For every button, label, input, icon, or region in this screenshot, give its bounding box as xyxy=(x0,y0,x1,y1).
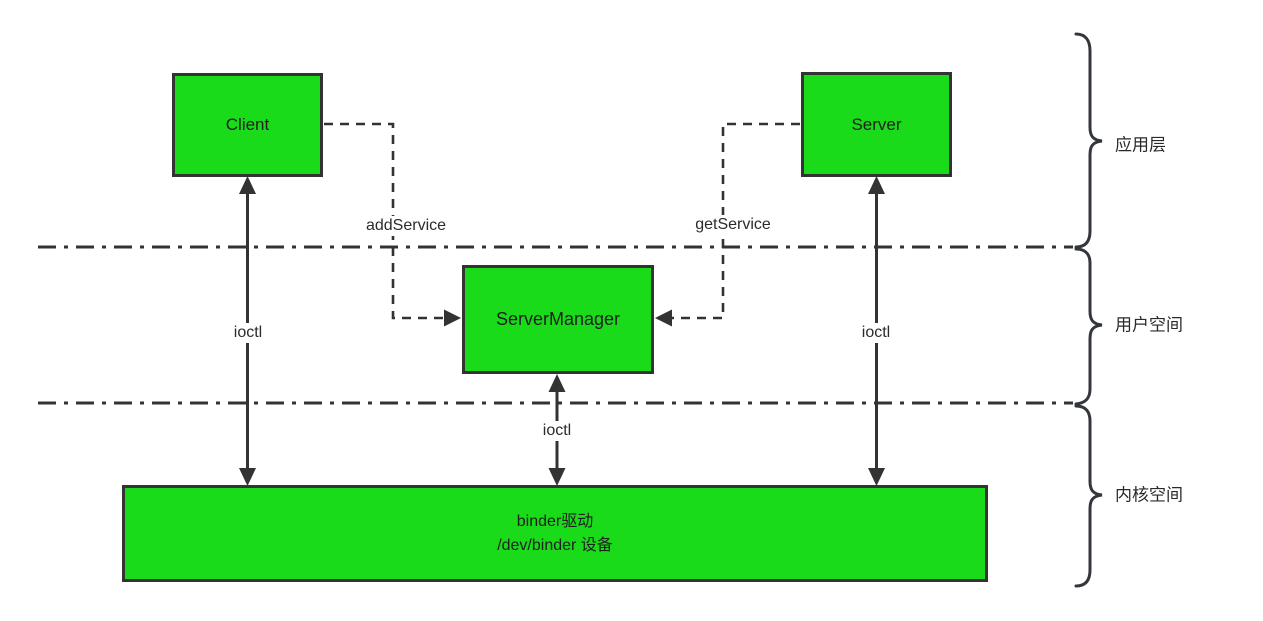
get-service-label: getService xyxy=(690,215,776,235)
get-service-dashed-arrow xyxy=(655,122,800,327)
ioctl-server-label: ioctl xyxy=(856,323,896,343)
ioctl-manager-label: ioctl xyxy=(537,421,577,441)
kernel-space-label: 内核空间 xyxy=(1115,485,1183,505)
brace-application-layer xyxy=(1074,32,1103,249)
binder-driver-node: binder驱动 /dev/binder 设备 xyxy=(122,485,988,582)
binder-driver-label-line2: /dev/binder 设备 xyxy=(497,536,613,554)
brace-user-space xyxy=(1074,247,1103,406)
service-manager-node-label: ServerManager xyxy=(495,309,621,329)
application-layer-label: 应用层 xyxy=(1115,135,1166,155)
service-manager-node: ServerManager xyxy=(462,265,654,374)
client-node: Client xyxy=(172,73,323,177)
brace-kernel-space xyxy=(1074,404,1103,588)
server-node: Server xyxy=(801,72,952,177)
ioctl-client-label: ioctl xyxy=(228,323,268,343)
client-node-label: Client xyxy=(225,115,270,134)
user-space-label: 用户空间 xyxy=(1115,315,1183,335)
server-node-label: Server xyxy=(851,114,902,134)
add-service-label: addService xyxy=(360,216,452,236)
binder-driver-label-line1: binder驱动 xyxy=(516,513,594,531)
